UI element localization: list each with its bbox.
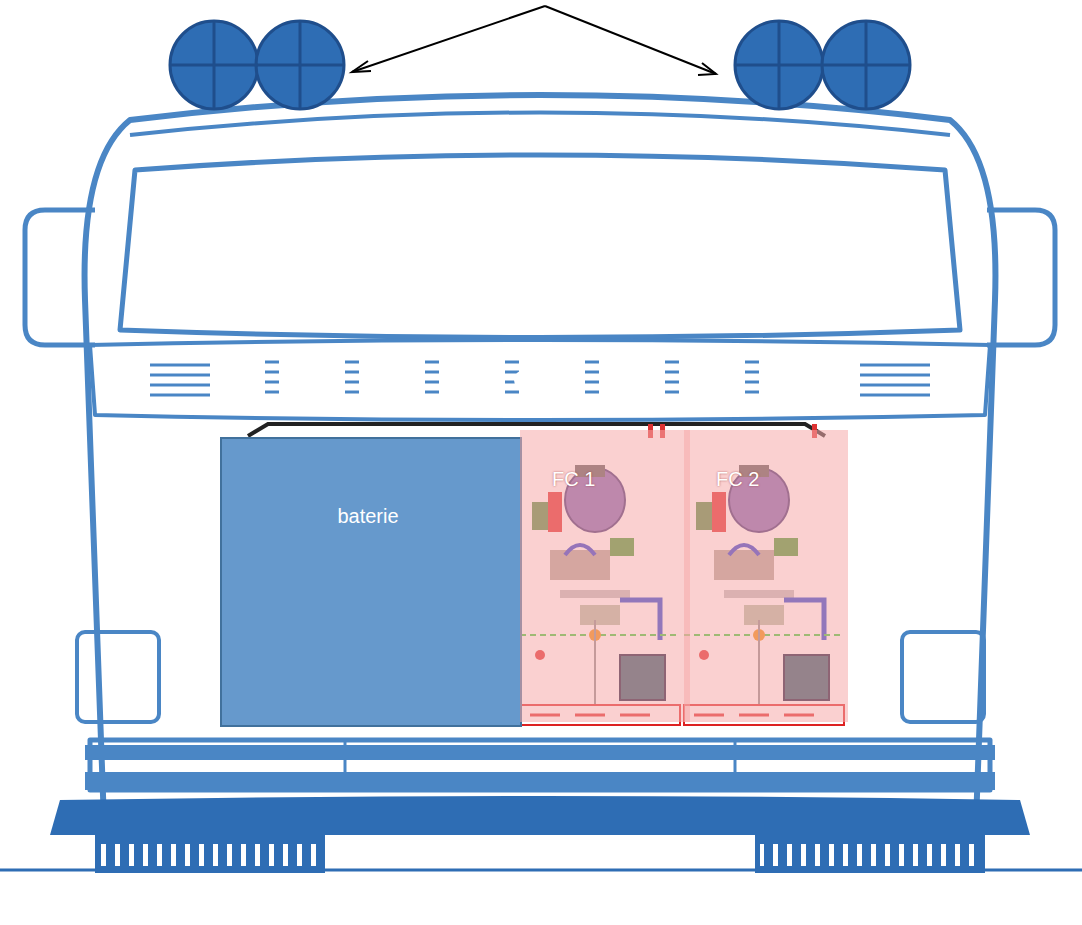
node-label: FC 1 [552, 468, 684, 491]
fuel-cell-box: FC 1 [520, 430, 690, 722]
node-label: baterie [222, 505, 514, 528]
node-label: FC 2 [716, 468, 842, 491]
battery-box: baterie [220, 437, 522, 727]
fuel-cell-box: FC 2 [684, 430, 848, 722]
